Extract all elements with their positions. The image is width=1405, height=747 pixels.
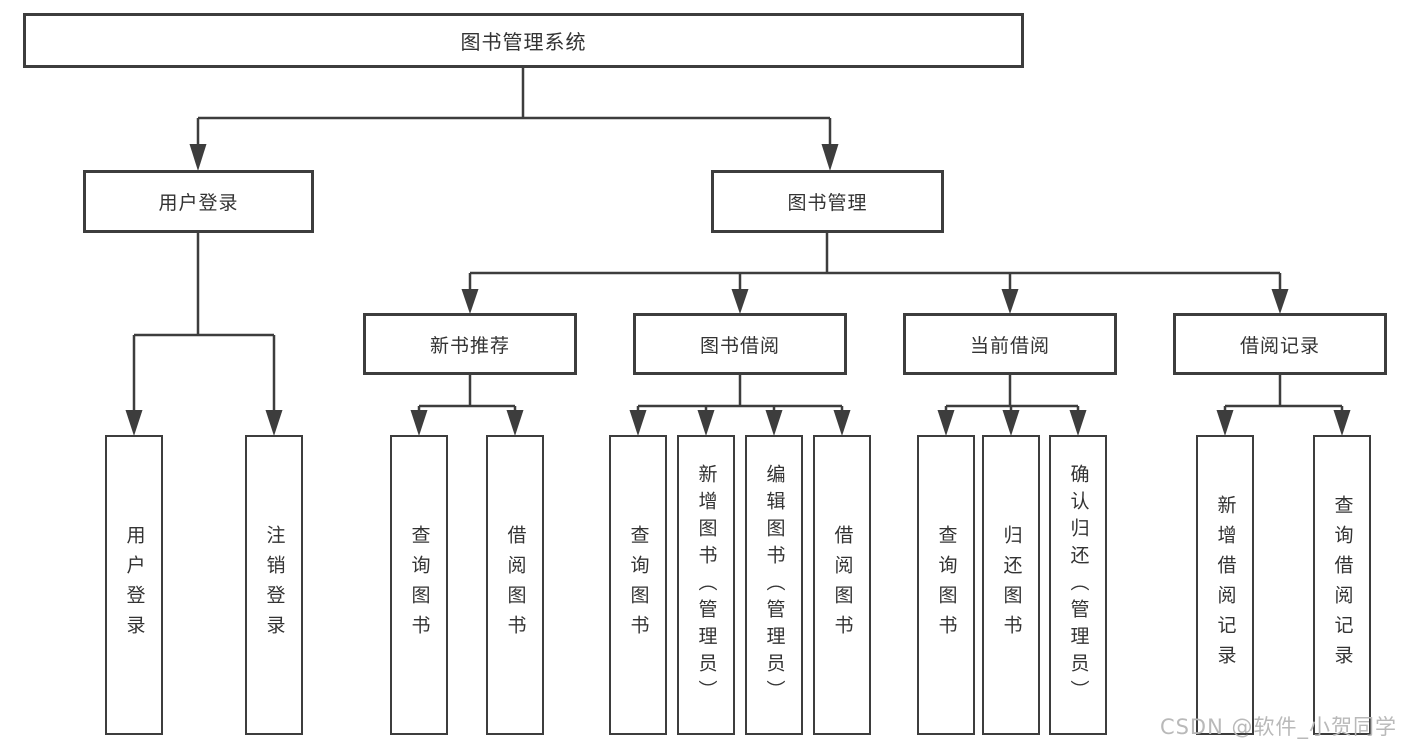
- connector-book-borrow-subtree: [629, 375, 851, 436]
- leaf-borrow-books: 借阅图书: [813, 435, 871, 735]
- leaf-query-books-recommend: 查询图书: [390, 435, 448, 735]
- csdn-watermark: CSDN @软件_小贺同学: [1159, 715, 1397, 739]
- node-current-borrow: 当前借阅: [903, 313, 1117, 375]
- leaf-user-login: 用户登录: [105, 435, 163, 735]
- leaf-query-books-current: 查询图书: [917, 435, 975, 735]
- connector-new-book-subtree: [410, 375, 524, 436]
- node-root-library-system: 图书管理系统: [23, 13, 1024, 68]
- node-borrow-records: 借阅记录: [1173, 313, 1387, 375]
- leaf-add-books-admin: 新增图书（管理员）: [677, 435, 735, 735]
- connector-user-login-subtree: [125, 233, 283, 436]
- leaf-edit-books-admin: 编辑图书（管理员）: [745, 435, 803, 735]
- node-new-book-recommend: 新书推荐: [363, 313, 577, 375]
- connector-book-mgmt-to-level3: [461, 233, 1289, 314]
- node-book-management: 图书管理: [711, 170, 944, 233]
- leaf-return-books: 归还图书: [982, 435, 1040, 735]
- leaf-confirm-return-admin: 确认归还（管理员）: [1049, 435, 1107, 735]
- connector-borrow-records-subtree: [1216, 375, 1351, 436]
- leaf-borrow-books-recommend: 借阅图书: [486, 435, 544, 735]
- leaf-query-borrow-record: 查询借阅记录: [1313, 435, 1371, 735]
- leaf-logout: 注销登录: [245, 435, 303, 735]
- node-book-borrow: 图书借阅: [633, 313, 847, 375]
- connector-current-borrow-subtree: [937, 375, 1087, 436]
- leaf-query-books-borrow: 查询图书: [609, 435, 667, 735]
- leaf-add-borrow-record: 新增借阅记录: [1196, 435, 1254, 735]
- connector-root-to-level2: [189, 68, 839, 171]
- node-user-login: 用户登录: [83, 170, 314, 233]
